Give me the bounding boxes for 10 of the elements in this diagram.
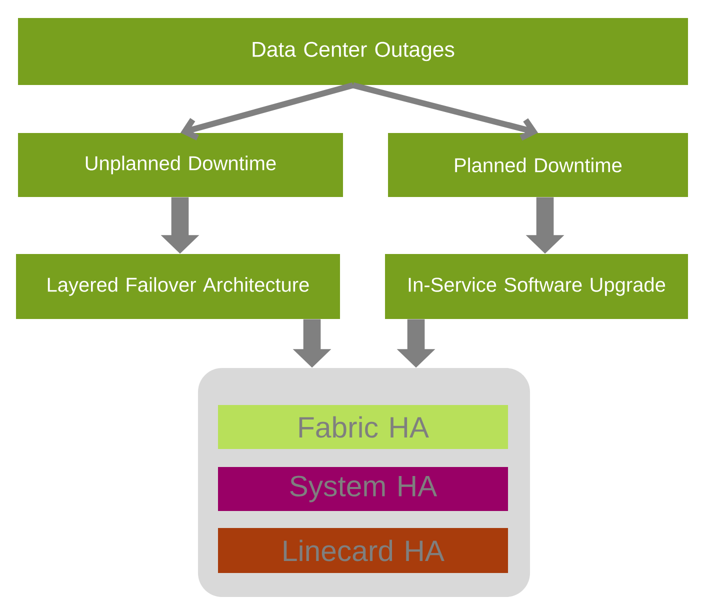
process-box: Layered Failover Architecture	[16, 254, 340, 319]
layer-box: Fabric HA	[218, 405, 508, 449]
layer-box: System HA	[218, 467, 508, 511]
process-box: Unplanned Downtime	[18, 133, 343, 197]
process-box: In-Service Software Upgrade	[385, 254, 688, 319]
layer-box: Linecard HA	[218, 528, 508, 573]
arrow	[180, 82, 354, 140]
arrow	[352, 82, 538, 141]
title-box: Data Center Outages	[18, 18, 688, 85]
process-box: Planned Downtime	[388, 133, 688, 197]
